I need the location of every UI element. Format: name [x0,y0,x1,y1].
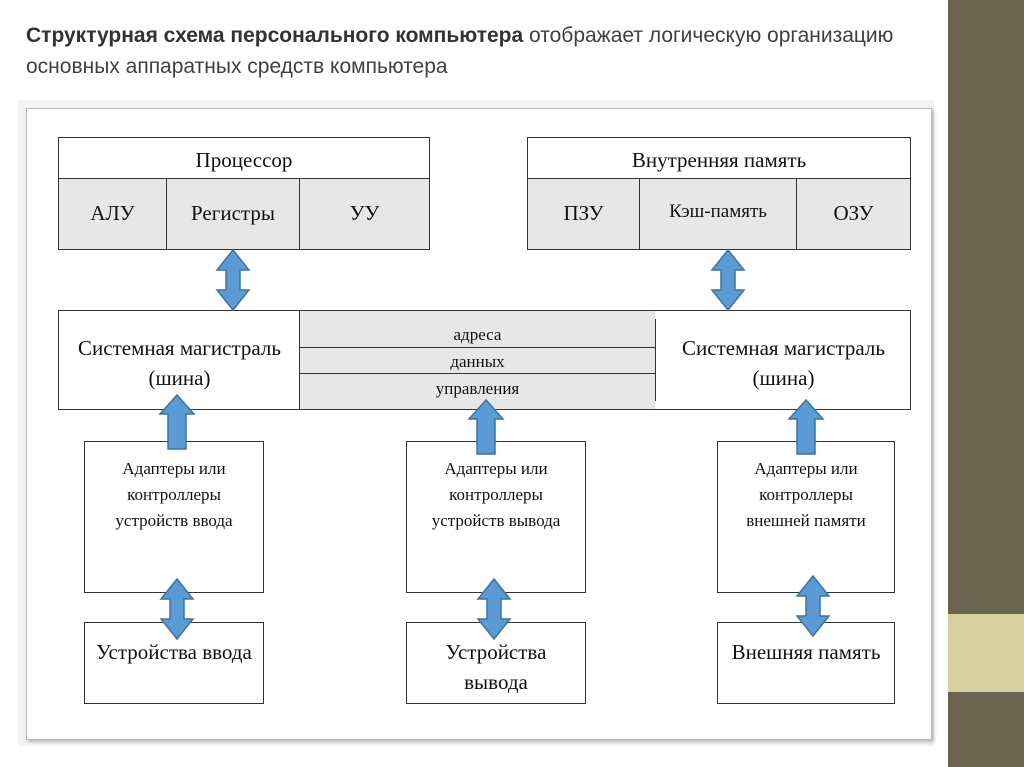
device-block-external: Внешняя память [717,622,895,704]
processor-block: Процессор АЛУ Регистры УУ [58,137,430,250]
double-arrow-icon [795,574,831,638]
double-arrow-icon [215,248,251,312]
memory-title: Внутренняя память [631,148,807,172]
bus-label-right: Системная магистраль (шина) [682,336,885,390]
side-decor-accent [948,614,1024,692]
up-arrow-icon [158,393,196,450]
up-arrow-icon [787,398,825,455]
adapter-text-input: Адаптеры или контроллеры устройств ввода [115,459,233,530]
memory-cell-ram: ОЗУ [833,201,874,225]
heading-bold: Структурная схема персонального компьюте… [26,24,524,47]
memory-block: Внутренняя память ПЗУ Кэш-память ОЗУ [527,137,911,250]
bus-line-control: управления [435,379,520,398]
memory-cell-cache: Кэш-память [669,201,767,222]
bus-line-data: данных [450,352,505,371]
memory-cell-rom: ПЗУ [563,201,604,225]
processor-cell-cu: УУ [349,201,380,225]
processor-cell-registers: Регистры [191,201,275,225]
double-arrow-icon [710,248,746,312]
adapter-block-output: Адаптеры или контроллеры устройств вывод… [406,441,586,593]
double-arrow-icon [159,577,195,641]
adapter-text-external: Адаптеры или контроллеры внешней памяти [746,459,866,530]
double-arrow-icon [476,577,512,641]
up-arrow-icon [467,398,505,455]
bus-label-left: Системная магистраль (шина) [78,336,281,390]
slide-heading: Структурная схема персонального компьюте… [26,20,926,82]
processor-title: Процессор [195,148,293,172]
device-text-output: Устройства вывода [445,640,547,694]
adapter-block-external: Адаптеры или контроллеры внешней памяти [717,441,895,593]
processor-cell-alu: АЛУ [90,201,135,225]
device-text-input: Устройства ввода [96,640,252,664]
system-bus-block: Системная магистраль (шина) Системная ма… [58,310,911,410]
device-text-external: Внешняя память [731,640,881,664]
bus-line-address: адреса [453,325,502,344]
heading-rest: отображает логическую организацию основн… [26,24,894,78]
adapter-text-output: Адаптеры или контроллеры устройств вывод… [431,459,561,530]
